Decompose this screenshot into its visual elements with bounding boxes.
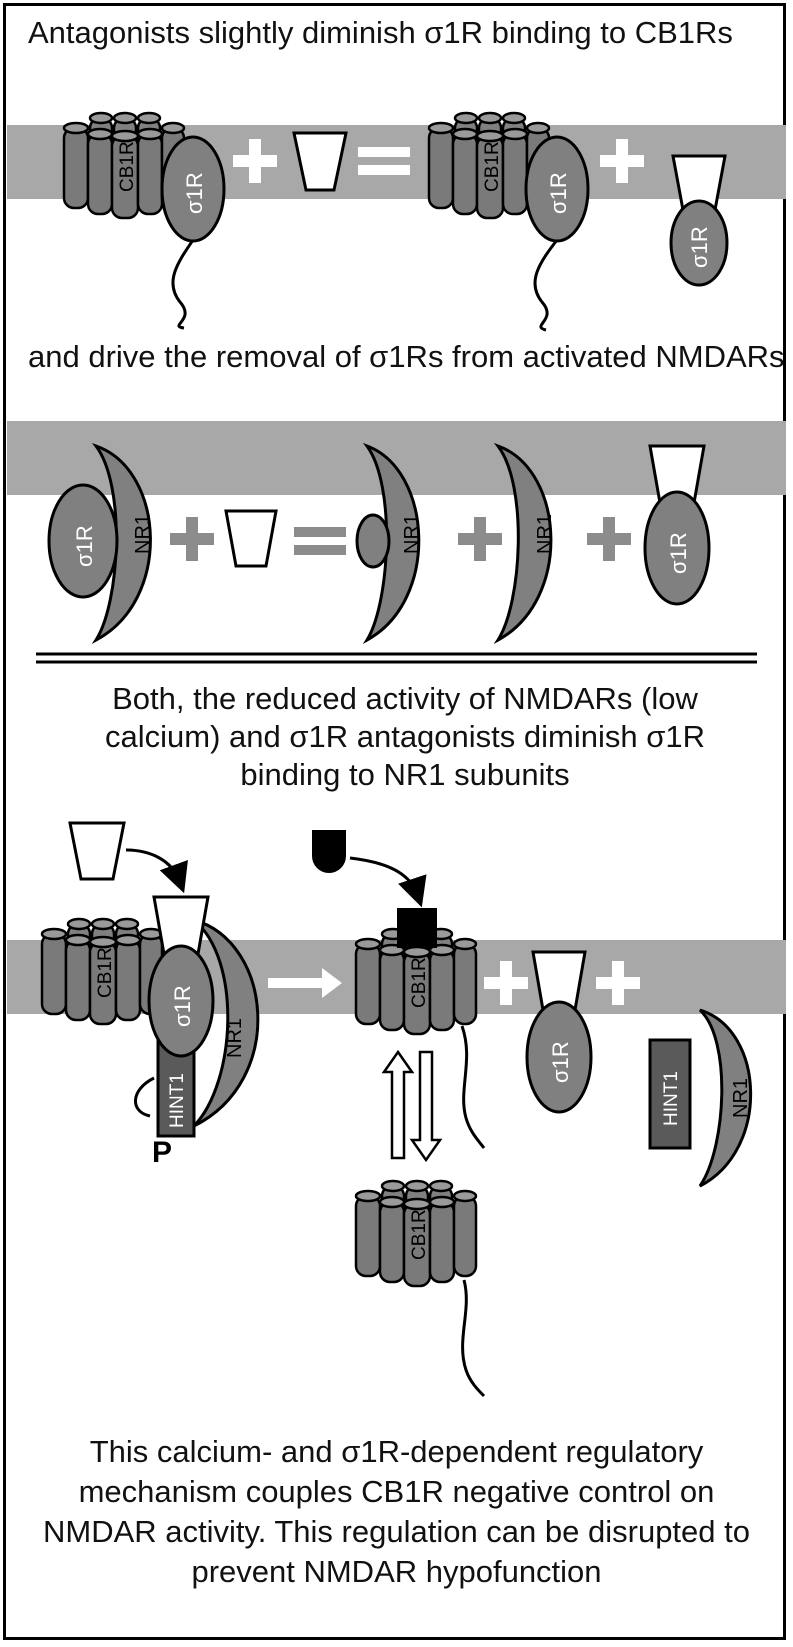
nr1-label: NR1: [730, 1078, 752, 1118]
cb1r-tail: [461, 1279, 486, 1398]
cb1r-receptor: CB1R: [354, 927, 478, 1036]
sigma1r-receptor: [160, 135, 226, 243]
sigma-label: σ1R: [546, 172, 571, 214]
sigma-tail: [134, 1076, 155, 1118]
cb1r-label: CB1R: [409, 1209, 430, 1260]
sigma-label: σ1R: [170, 985, 195, 1027]
sigma1r-receptor: [643, 490, 711, 606]
sigma-tail: [171, 239, 195, 330]
sigma-label: σ1R: [548, 1041, 573, 1083]
reaction-arrow: [268, 968, 342, 998]
sigma1r-receptor: [525, 1000, 593, 1114]
agonist-ligand: [312, 830, 346, 873]
nr1-subunit: [362, 442, 421, 645]
nr1-label: NR1: [401, 514, 423, 554]
cb1r-label: CB1R: [95, 947, 116, 998]
sigma1r-receptor: [669, 199, 729, 287]
nr1-label: NR1: [534, 514, 556, 554]
equals-sign: [294, 527, 346, 555]
cb1r-receptor: CB1R: [62, 111, 186, 220]
cb1r-receptor: CB1R: [427, 111, 551, 220]
equilibrium-arrows: [381, 1049, 443, 1163]
cb1r-label: CB1R: [482, 141, 503, 192]
bottom-caption: This calcium- and σ1R-dependent regulato…: [42, 1434, 750, 1589]
figure-frame: [3, 3, 786, 1640]
plus-sign: [587, 517, 631, 561]
nr1-subunit: [493, 442, 553, 645]
sigma-label: σ1R: [666, 532, 691, 574]
top-caption: Antagonists slightly diminish σ1R bindin…: [28, 15, 733, 50]
nr1-label: NR1: [224, 1018, 246, 1058]
nr1-subunit: [91, 442, 152, 644]
phosphorylation-label: P: [152, 1136, 172, 1169]
sigma1r-fragment: [355, 513, 391, 569]
cb1r-label: CB1R: [117, 141, 138, 192]
sigma-label: σ1R: [687, 226, 712, 268]
middle-caption: and drive the removal of σ1Rs from activ…: [28, 339, 785, 374]
binding-arrow: [349, 856, 427, 908]
hint1-label: HINT1: [167, 1073, 188, 1128]
plus-sign: [170, 517, 214, 561]
cb1r-receptor: CB1R: [40, 917, 164, 1026]
binding-arrow: [125, 848, 188, 894]
plus-sign: [458, 517, 502, 561]
sigma1r-receptor: [147, 944, 215, 1058]
sigma-tail: [533, 239, 559, 332]
hint1-protein: [648, 1038, 692, 1150]
cb1r-receptor: CB1R: [354, 1179, 478, 1288]
sigma1r-receptor: [47, 483, 119, 599]
cb1r-tail: [460, 1025, 486, 1149]
agonist-ligand: [397, 908, 437, 948]
hint1-label: HINT1: [661, 1071, 682, 1126]
cb1r-label: CB1R: [409, 957, 430, 1008]
sigma-label: σ1R: [182, 172, 207, 214]
both-caption: Both, the reduced activity of NMDARs (lo…: [105, 681, 705, 792]
nr1-label: NR1: [132, 514, 154, 554]
nr1-subunit: [698, 1008, 753, 1188]
antagonist-ligand: [292, 131, 348, 192]
antagonist-ligand: [224, 509, 278, 568]
antagonist-ligand: [68, 821, 126, 881]
sigma-label: σ1R: [72, 525, 97, 567]
sigma1r-receptor: [524, 135, 590, 243]
